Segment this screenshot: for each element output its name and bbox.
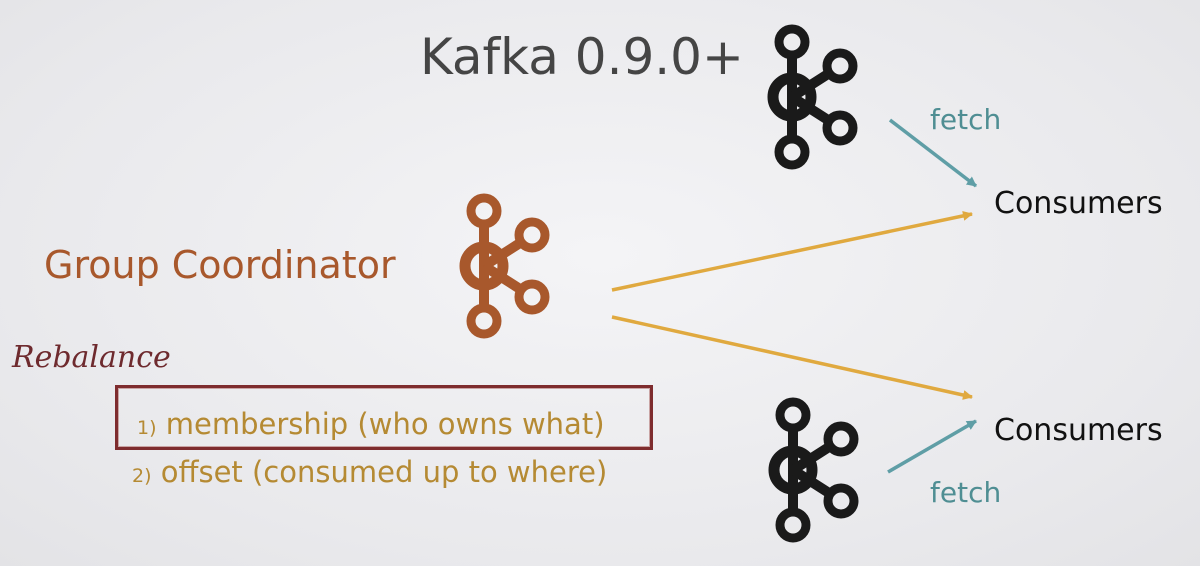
rebalance-item: 2) offset (consumed up to where) [132, 455, 607, 489]
kafka-logo-icon [465, 198, 545, 334]
rebalance-item-number: 1) [137, 417, 157, 439]
consumers-label: Consumers [994, 186, 1163, 221]
coordinator-arrow [611, 315, 973, 400]
fetch-label: fetch [930, 476, 1002, 509]
rebalance-item: 1) membership (who owns what) [137, 407, 605, 441]
coordinator-arrow [611, 210, 973, 292]
group-coordinator-label: Group Coordinator [44, 243, 396, 287]
rebalance-item-text: offset (consumed up to where) [160, 455, 608, 489]
fetch-arrow [888, 118, 978, 188]
page-title: Kafka 0.9.0+ [420, 28, 744, 86]
kafka-logo-icon [774, 402, 854, 538]
kafka-logo-icon [773, 29, 853, 165]
consumers-label: Consumers [994, 413, 1163, 448]
fetch-label: fetch [930, 103, 1002, 136]
fetch-arrow [887, 419, 977, 474]
rebalance-item-text: membership (who owns what) [165, 407, 605, 441]
rebalance-item-number: 2) [132, 465, 152, 487]
rebalance-label: Rebalance [12, 340, 171, 375]
highlight-box [115, 385, 653, 450]
